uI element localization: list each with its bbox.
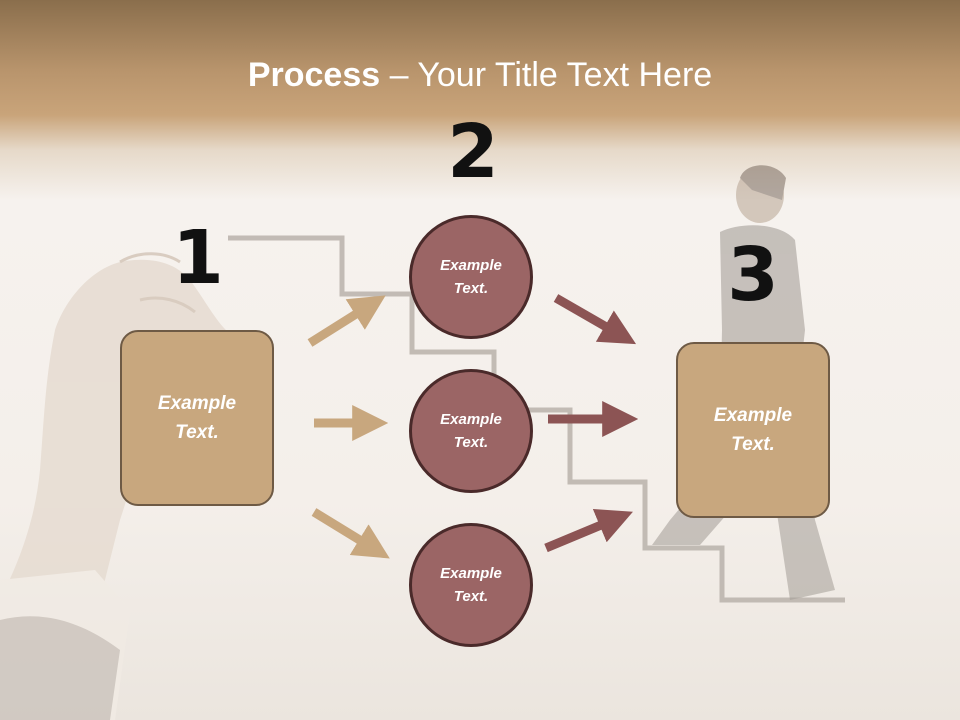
circle-bottom: Example Text.: [409, 523, 533, 647]
step-number-2: 2: [447, 109, 499, 195]
step-number-1: 1: [172, 215, 224, 301]
circle-middle: Example Text.: [409, 369, 533, 493]
title-rest: – Your Title Text Here: [380, 56, 713, 94]
circle-top: Example Text.: [409, 215, 533, 339]
staircase-line: [228, 235, 845, 603]
circle-middle-text: Example Text.: [440, 411, 502, 451]
right-step-text: Example Text.: [713, 405, 793, 455]
title-bold: Process: [247, 56, 381, 94]
step-number-3: 3: [727, 232, 779, 318]
circle-bottom-text: Example Text.: [440, 565, 502, 605]
left-step-text: Example Text.: [157, 393, 237, 443]
left-step-box: Example Text.: [120, 330, 274, 506]
hand-illustration: [0, 252, 228, 720]
slide-title: Process – Your Title Text Here: [0, 52, 960, 98]
circle-top-text: Example Text.: [440, 257, 502, 297]
right-step-box: Example Text.: [676, 342, 830, 518]
